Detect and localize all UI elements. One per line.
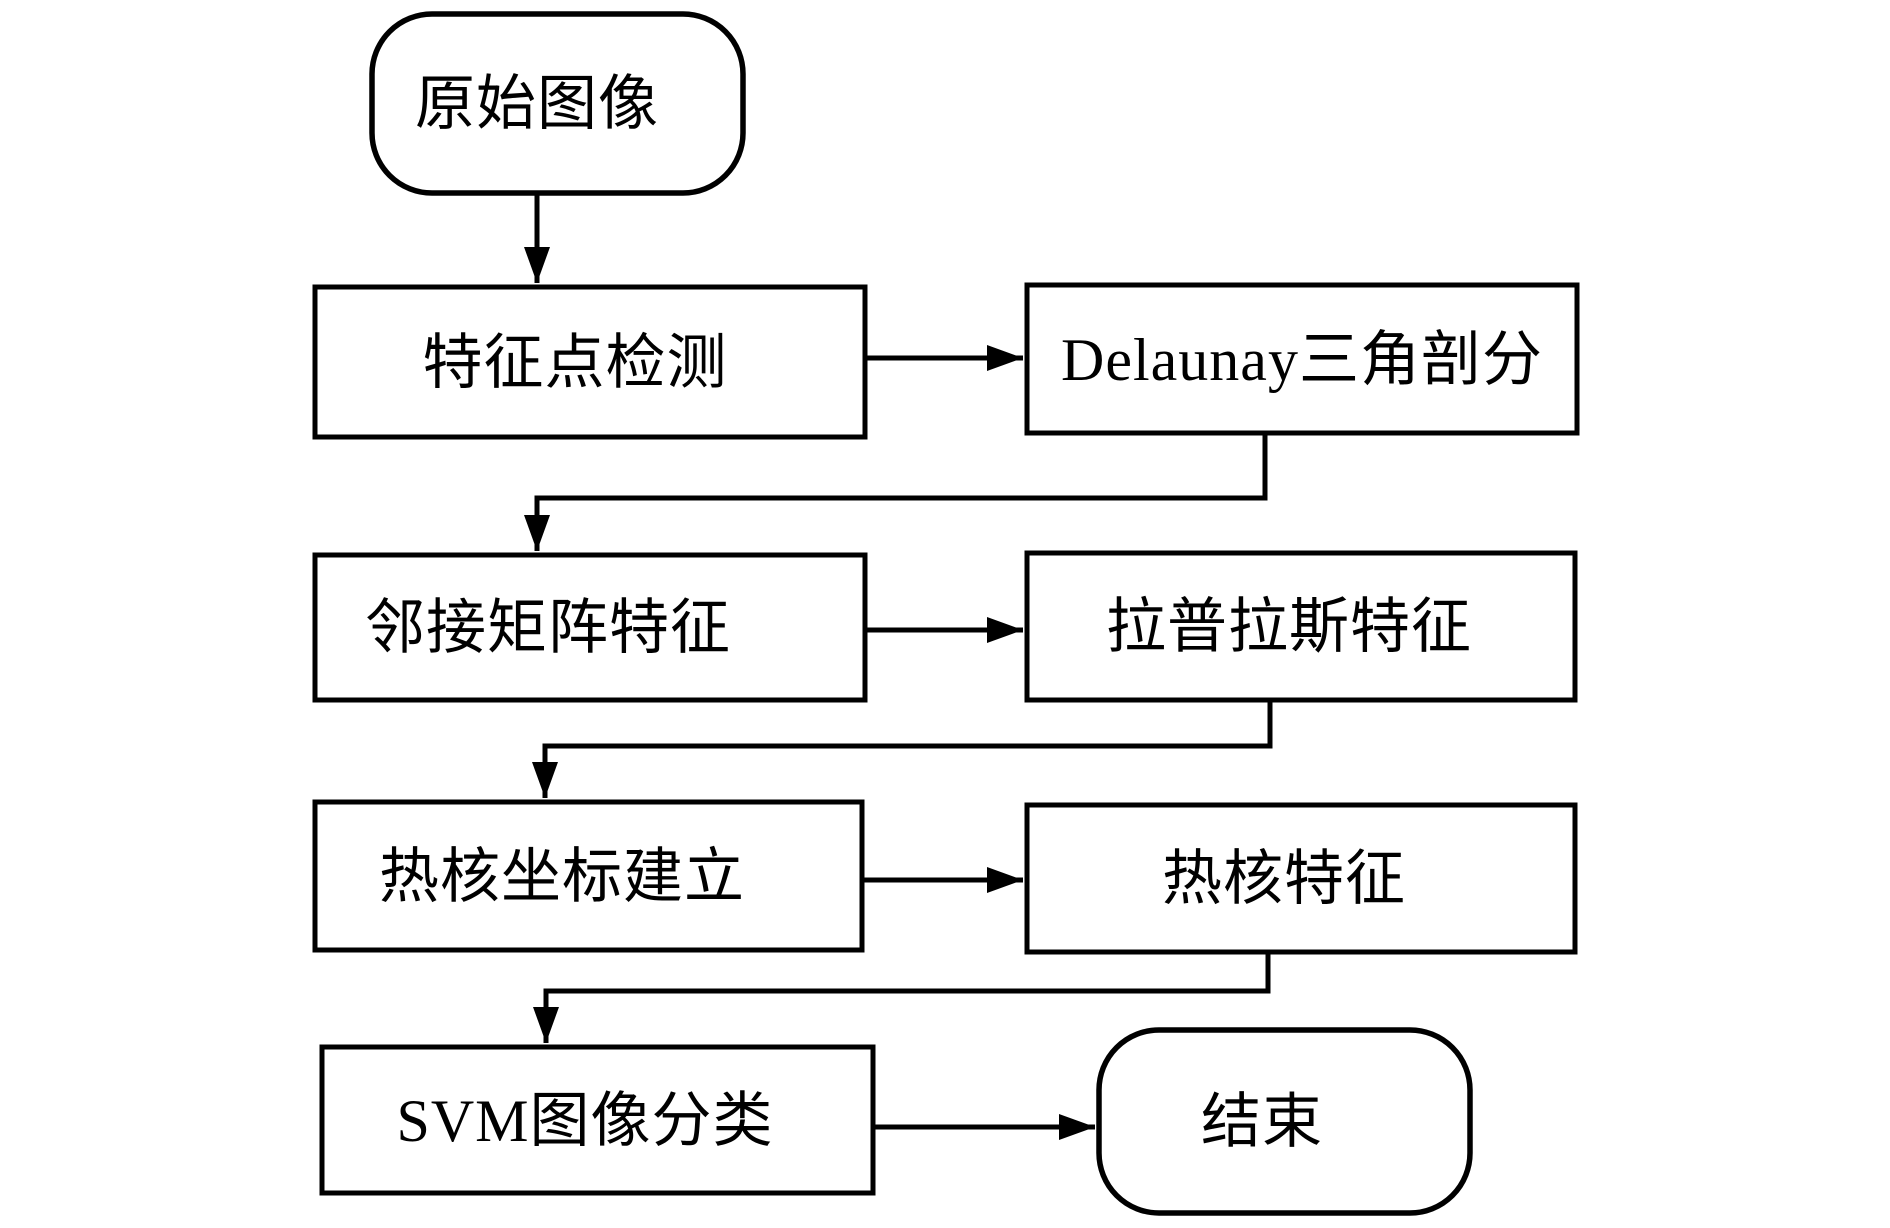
node-end-label: 结束 bbox=[1201, 1089, 1323, 1155]
node-start-shape bbox=[369, 11, 746, 196]
node-heat-kernel-coordinates-shape bbox=[312, 799, 865, 953]
node-heat-kernel-features-label: 热核特征 bbox=[1162, 846, 1406, 912]
edge-delaunay-to-adjacency-matrix bbox=[524, 433, 1268, 551]
edges-layer bbox=[524, 193, 1273, 1140]
node-feature-point-detection-shape bbox=[312, 284, 868, 440]
node-start: 原始图像 bbox=[369, 11, 746, 196]
edge-heat-kernel-features-to-svm bbox=[533, 952, 1271, 1043]
node-delaunay-triangulation-shape bbox=[1024, 282, 1580, 436]
node-start-label: 原始图像 bbox=[415, 71, 659, 137]
node-svm-image-classification-label: SVM图像分类 bbox=[396, 1088, 773, 1154]
node-delaunay-triangulation: Delaunay三角剖分 bbox=[1024, 282, 1580, 436]
node-svm-image-classification-shape bbox=[319, 1044, 876, 1196]
node-laplacian-features-shape bbox=[1024, 550, 1578, 703]
edge-laplacian-to-heat-kernel-coordinates bbox=[532, 700, 1273, 798]
node-feature-point-detection: 特征点检测 bbox=[312, 284, 868, 440]
node-svm-image-classification: SVM图像分类 bbox=[319, 1044, 876, 1196]
node-laplacian-features-label: 拉普拉斯特征 bbox=[1106, 594, 1472, 660]
node-heat-kernel-features: 热核特征 bbox=[1024, 802, 1578, 955]
node-end-shape bbox=[1096, 1027, 1473, 1216]
node-delaunay-triangulation-label: Delaunay三角剖分 bbox=[1061, 327, 1543, 393]
node-adjacency-matrix-features-shape bbox=[312, 552, 868, 703]
node-feature-point-detection-label: 特征点检测 bbox=[423, 330, 728, 396]
node-end: 结束 bbox=[1096, 1027, 1473, 1216]
node-heat-kernel-coordinates-label: 热核坐标建立 bbox=[379, 844, 745, 910]
node-laplacian-features: 拉普拉斯特征 bbox=[1024, 550, 1578, 703]
node-heat-kernel-coordinates: 热核坐标建立 bbox=[312, 799, 865, 953]
node-adjacency-matrix-features: 邻接矩阵特征 bbox=[312, 552, 868, 703]
node-heat-kernel-features-shape bbox=[1024, 802, 1578, 955]
node-adjacency-matrix-features-label: 邻接矩阵特征 bbox=[365, 595, 731, 661]
